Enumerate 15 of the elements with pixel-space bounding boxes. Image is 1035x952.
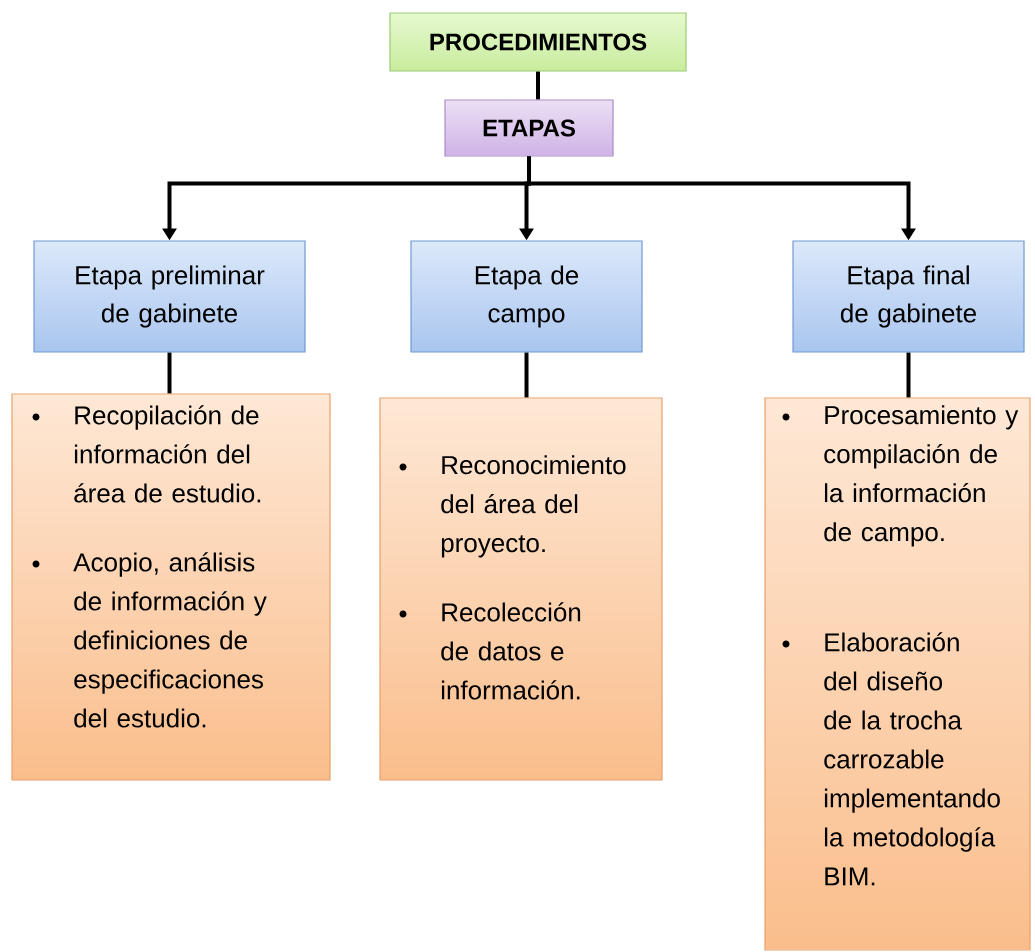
connector-line [167,352,172,394]
bullet-text: Recolección de datos e información. [441,602,581,700]
connector-line [906,352,911,398]
connector-line [536,71,540,100]
bullet-text: Procesamiento y compilación de la información de campo. [824,405,1019,547]
stage-box: Etapa preliminar de gabinete [33,240,306,353]
bullet-text: Acopio, análisis de información y definiciones de especificaciones del estudio. [73,552,267,728]
connector-line [524,352,529,398]
bullet-text: Elaboración del diseño de la trocha carrozable implementando la metodología BIM. [824,632,1000,886]
bullet-text: Reconocimiento del área del proyecto. [441,455,626,558]
stage-box: Etapa final de gabinete [792,240,1025,353]
bullet-text: Recopilación de información del área de estudio. [74,405,261,503]
stage-header-box: ETAPAS [444,99,614,157]
title-box: PROCEDIMIENTOS [389,12,687,72]
stage-box: Etapa de campo [410,240,643,353]
